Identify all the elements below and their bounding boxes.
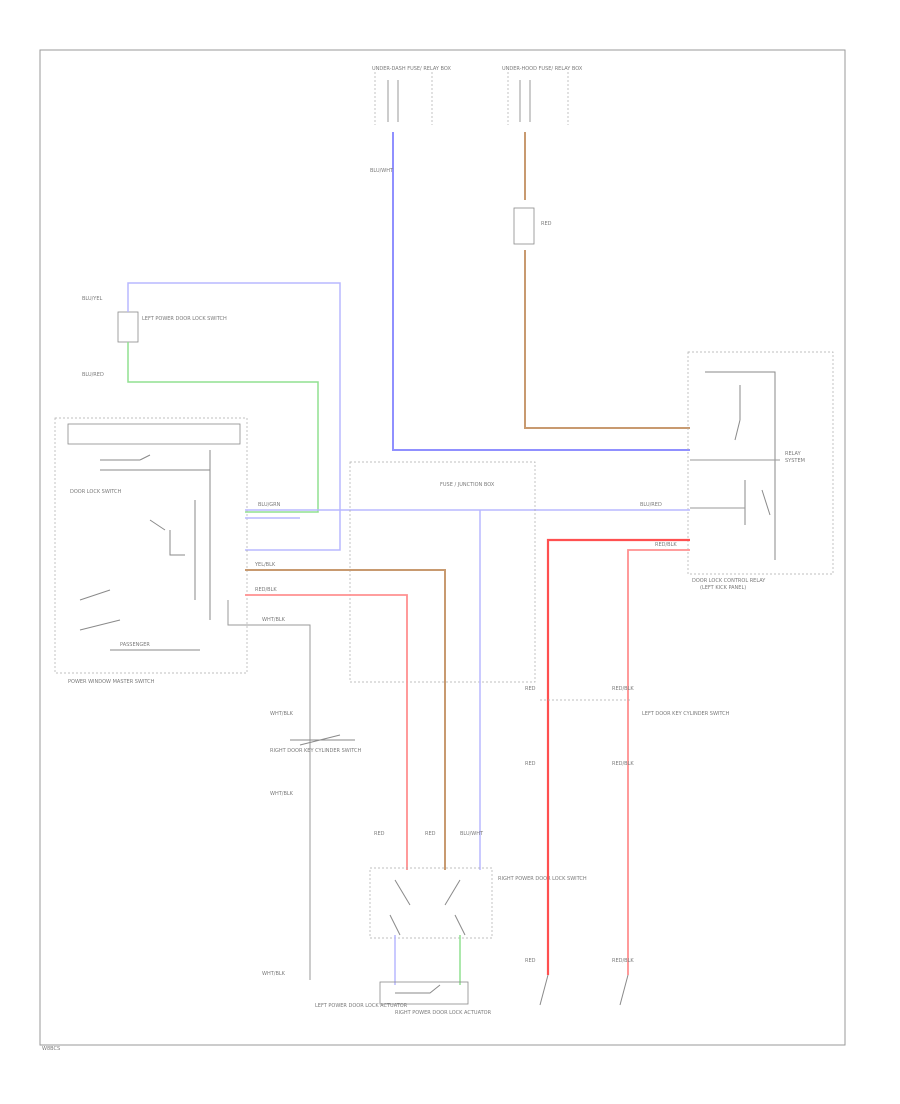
- wire-label-red-lower: RED: [525, 761, 536, 767]
- wire-label-wht-blk-3: WHT/BLK: [270, 791, 294, 797]
- wire-tan-to-right-switch: [245, 569, 446, 870]
- wire-label-tan: RED: [541, 221, 552, 227]
- left-actuator-label: LEFT POWER DOOR LOCK ACTUATOR: [315, 1003, 408, 1009]
- fuse1-label: UNDER-DASH FUSE/ RELAY BOX: [372, 66, 452, 72]
- right-power-door-lock-actuator: RIGHT POWER DOOR LOCK ACTUATOR: [379, 981, 492, 1016]
- wire-label-blu-grn: BLU/GRN: [258, 502, 281, 508]
- wire-label-red-blk-lower: RED/BLK: [612, 761, 634, 767]
- right-power-door-lock-switch: RED RED BLU/WHT RIGHT POWER DOOR LOCK SW…: [369, 831, 587, 939]
- wire-label-blu-red-top: BLU/RED: [82, 372, 104, 378]
- wire-label-blu-yel-top: BLU/YEL: [82, 296, 103, 302]
- fuse-element: [513, 207, 535, 245]
- wire-tan-relay-feed: [524, 132, 690, 429]
- right-actuator-label: RIGHT POWER DOOR LOCK ACTUATOR: [395, 1010, 492, 1016]
- right-key-cylinder-switch: WHT/BLK RIGHT DOOR KEY CYLINDER SWITCH W…: [270, 711, 361, 797]
- left-lock-switch-label: LEFT POWER DOOR LOCK SWITCH: [142, 316, 227, 322]
- wire-label-red-blk-mid: RED/BLK: [612, 686, 634, 692]
- wire-label-yel-blk: YEL/BLK: [254, 562, 276, 568]
- junction-box: [349, 461, 536, 683]
- master-inner-label: DOOR LOCK SWITCH: [70, 489, 122, 495]
- fuse-box-1: UNDER-DASH FUSE/ RELAY BOX: [372, 66, 452, 125]
- bottom-right-switches: [539, 974, 629, 1006]
- relay-inner-label: RELAY: [785, 451, 802, 457]
- wire-blu-relay-feed: [392, 132, 690, 451]
- footer-code: W8BCS: [42, 1046, 60, 1052]
- power-window-master-switch: DOOR LOCK SWITCH PASSENGER POWER WINDOW …: [54, 417, 248, 685]
- relay-subtitle: (LEFT KICK PANEL): [700, 585, 746, 591]
- left-power-door-lock-switch: LEFT POWER DOOR LOCK SWITCH BLU/YEL BLU/…: [82, 296, 227, 378]
- master-switch-title: POWER WINDOW MASTER SWITCH: [68, 679, 155, 685]
- wire-label-red-blk-left: RED/BLK: [255, 587, 277, 593]
- master-inner-label2: PASSENGER: [120, 642, 150, 648]
- door-lock-control-relay: RELAY SYSTEM DOOR LOCK CONTROL RELAY (LE…: [687, 351, 834, 591]
- relay-title: DOOR LOCK CONTROL RELAY: [692, 578, 766, 584]
- wire-label-wht-blk-2: WHT/BLK: [270, 711, 294, 717]
- wire-label-red-bot: RED: [525, 958, 536, 964]
- wire-red-to-right-switch: [245, 594, 408, 870]
- diagram-frame: [39, 49, 846, 1046]
- wire-label-red-blk-relay: RED/BLK: [655, 542, 677, 548]
- right-switch-label: RIGHT POWER DOOR LOCK SWITCH: [498, 876, 587, 882]
- left-lock-actuator: WHT/BLK LEFT POWER DOOR LOCK ACTUATOR: [262, 971, 408, 1009]
- wire-label-wht-blk-top: WHT/BLK: [262, 617, 286, 623]
- wire-label-red-blk-bot: RED/BLK: [612, 958, 634, 964]
- wire-label-yel-rs: RED: [425, 831, 436, 837]
- wire-label-red-mid: RED: [525, 686, 536, 692]
- wire-blu-yel: [127, 282, 341, 551]
- wire-red-blk-right: [627, 549, 690, 975]
- wire-label-blu-rs: BLU/WHT: [460, 831, 484, 837]
- wire-label-red-rs: RED: [374, 831, 385, 837]
- fuse2-label: UNDER-HOOD FUSE/ RELAY BOX: [502, 66, 583, 72]
- left-key-switch-label: LEFT DOOR KEY CYLINDER SWITCH: [642, 711, 730, 717]
- relay-inner-label2: SYSTEM: [785, 458, 805, 464]
- wire-red-right: [546, 538, 690, 975]
- fuse-box-2: UNDER-HOOD FUSE/ RELAY BOX: [502, 66, 583, 125]
- wire-label-blu-top: BLU/WHT: [370, 168, 394, 174]
- wire-label-blu-red-right: BLU/RED: [640, 502, 662, 508]
- junction-label: FUSE / JUNCTION BOX: [440, 482, 495, 488]
- wire-blu-grn: [127, 342, 319, 513]
- right-key-switch-label: RIGHT DOOR KEY CYLINDER SWITCH: [270, 748, 361, 754]
- wire-label-wht-blk-4: WHT/BLK: [262, 971, 286, 977]
- wire-wht-blk: [227, 600, 311, 980]
